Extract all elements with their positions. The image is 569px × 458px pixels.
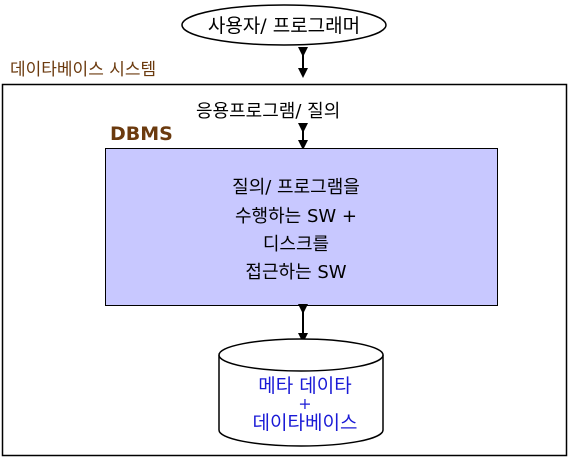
dbms-line-4: 접근하는 SW [245, 262, 346, 283]
interface-label: 응용프로그램/ 질의 [196, 101, 340, 122]
user-node: 사용자/ 프로그래머 [181, 4, 387, 46]
storage-cylinder-body [218, 355, 384, 447]
storage-cylinder [218, 338, 384, 447]
dbms-box [105, 148, 498, 306]
dbms-line-2: 수행하는 SW + [235, 206, 357, 227]
user-label: 사용자/ 프로그래머 [208, 15, 360, 37]
storage-line-1: 메타 데이타 [258, 375, 351, 397]
storage-cylinder-top [218, 338, 384, 372]
system-label: 데이타베이스 시스템 [10, 60, 156, 80]
dbms-line-3: 디스크를 [263, 234, 329, 255]
dbms-label: DBMS [110, 123, 173, 145]
dbms-line-1: 질의/ 프로그램을 [232, 177, 360, 198]
storage-line-2: + [298, 394, 311, 413]
storage-line-3: 데이타베이스 [253, 412, 358, 434]
user-ellipse [181, 4, 387, 46]
